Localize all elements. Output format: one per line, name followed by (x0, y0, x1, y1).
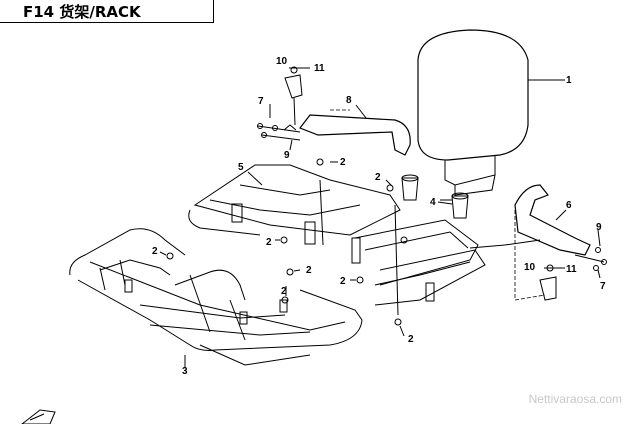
bolts-right (574, 247, 607, 271)
callout-8: 8 (346, 95, 352, 106)
watermark: Nettivaraosa.com (528, 392, 622, 406)
callout-11: 11 (566, 264, 577, 275)
page-title: F14 货架/RACK (23, 3, 141, 21)
callout-2: 2 (340, 276, 346, 287)
callout-5: 5 (238, 162, 244, 173)
fasteners-part-2 (166, 158, 408, 326)
handle-part-8 (283, 109, 411, 156)
callout-9: 9 (596, 222, 602, 233)
callout-2: 2 (306, 265, 312, 276)
callout-9: 9 (284, 150, 290, 161)
bushings-part-4 (401, 174, 469, 219)
callout-7: 7 (258, 96, 264, 107)
handle-part-6 (514, 184, 591, 301)
bracket-left (284, 66, 310, 126)
callout-2: 2 (281, 286, 287, 297)
title-box: F14 货架/RACK (0, 0, 214, 23)
backrest-part-1 (417, 29, 565, 196)
callout-4: 4 (430, 197, 436, 208)
callout-6: 6 (566, 200, 572, 211)
callout-2: 2 (408, 334, 414, 345)
callout-1: 1 (566, 75, 572, 86)
bracket-right (539, 264, 565, 301)
callout-10: 10 (524, 262, 536, 273)
direction-arrow-icon (21, 409, 56, 424)
callout-3: 3 (182, 366, 188, 377)
callout-2: 2 (152, 246, 158, 257)
callout-2: 2 (266, 237, 272, 248)
callout-10: 10 (276, 56, 288, 67)
mid-rack-part-5 (188, 164, 541, 316)
callout-2: 2 (340, 157, 346, 168)
callout-2: 2 (375, 172, 381, 183)
bolts-left (257, 123, 301, 141)
callout-labels: 1 2 2 2 2 2 2 2 2 3 4 5 6 7 7 8 9 9 10 1… (152, 56, 606, 377)
front-rack-part-3 (69, 228, 363, 368)
callout-7: 7 (600, 281, 606, 292)
callout-11: 11 (314, 63, 325, 74)
leader-lines (159, 104, 601, 337)
